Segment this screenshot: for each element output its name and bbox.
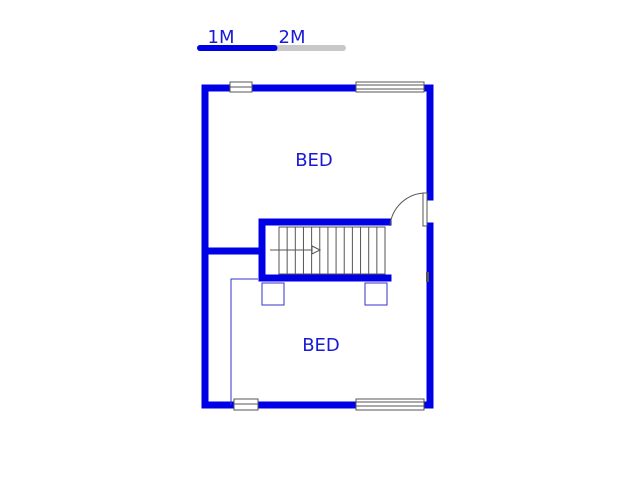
window-top-large (355, 81, 425, 93)
window-bottom-small (233, 398, 259, 411)
door-swing-arc (389, 192, 427, 227)
fixtures (230, 278, 388, 405)
scale-label-2m: 2M (279, 27, 306, 48)
fixture-right-box (364, 282, 388, 306)
built-in-cupboard-line (230, 278, 258, 405)
door-leaf (422, 192, 428, 227)
outer-walls (201, 84, 434, 409)
scale-label-1m: 1M (208, 27, 235, 48)
window-top-small (229, 81, 253, 93)
stair-direction-arrow-icon (311, 245, 322, 255)
fixture-left-box (261, 282, 285, 306)
staircase (270, 226, 386, 275)
room-label-bed-lower: BED (302, 335, 340, 356)
room-label-bed-upper: BED (295, 150, 333, 171)
door-stop (426, 272, 429, 282)
scale-bar: 1M 2M (197, 27, 346, 51)
window-bottom-large (355, 398, 425, 411)
interior-walls (201, 218, 392, 282)
door (389, 192, 429, 282)
windows (229, 81, 425, 411)
